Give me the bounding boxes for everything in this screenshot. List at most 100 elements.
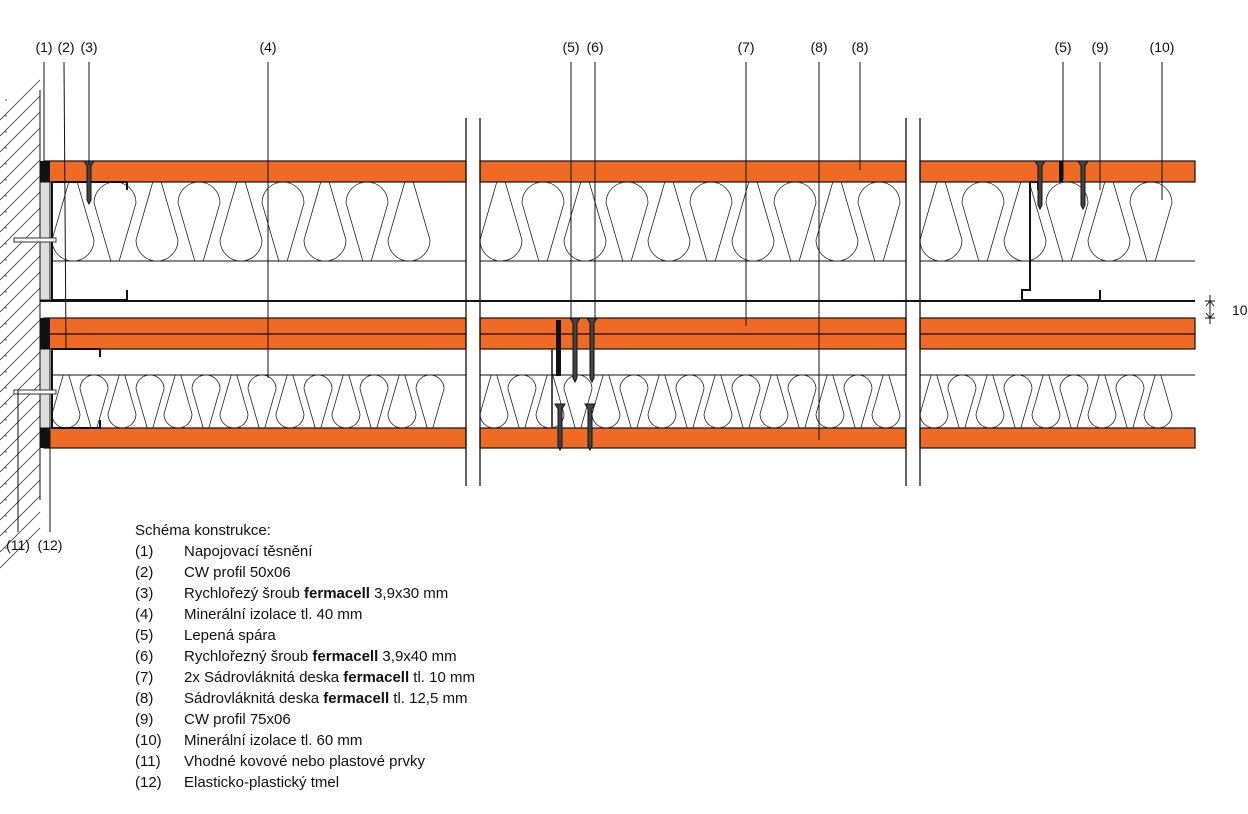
legend-num: (5) — [135, 627, 154, 644]
anchor-11 — [13, 237, 57, 243]
legend-text: Sádrovláknitá deska fermacell tl. 12,5 m… — [184, 688, 467, 709]
legend-text: Napojovací těsnění — [184, 541, 312, 562]
wall-hatch — [0, 207, 41, 249]
wall-dot — [5, 99, 7, 101]
wall-hatch — [0, 95, 41, 137]
callout-label: (2) — [57, 39, 74, 55]
wall-hatch — [0, 319, 41, 361]
legend-text: Elasticko-plastický tmel — [184, 772, 339, 793]
cw-profile-50-lower — [51, 348, 101, 429]
wall-dot — [5, 147, 7, 149]
wall-hatch — [0, 239, 41, 281]
legend-num: (6) — [135, 648, 154, 665]
wall-hatch — [0, 159, 41, 201]
wall-hatch — [0, 255, 41, 297]
legend-num: (2) — [135, 564, 154, 581]
dimension-mark — [1205, 295, 1215, 324]
board-double-1 — [919, 317, 1196, 335]
legend-post: tl. 12,5 mm — [389, 690, 468, 707]
legend-pre: Rychlořezný šroub — [184, 648, 313, 665]
wall-hatch — [0, 127, 41, 169]
leader-line — [63, 61, 67, 349]
callout-label: (7) — [737, 39, 754, 55]
legend-text: Lepená spára — [184, 625, 276, 646]
wall-dot — [5, 307, 7, 309]
wall-dot — [5, 467, 7, 469]
wall-dot — [5, 323, 7, 325]
screw-6 — [554, 403, 566, 452]
legend-item: (12) Elasticko-plastický tmel — [135, 772, 475, 793]
screw-3 — [83, 160, 95, 206]
callout-label: (8) — [810, 39, 827, 55]
legend-num: (11) — [135, 753, 161, 770]
legend-item: (11) Vhodné kovové nebo plastové prvky — [135, 751, 475, 772]
wall-dot — [5, 163, 7, 165]
wall-hatch — [0, 351, 41, 393]
insulation-40 — [51, 374, 445, 429]
wall-hatch — [0, 191, 41, 233]
legend-pre: Minerální izolace tl. 40 mm — [184, 606, 363, 623]
wall-dot — [5, 115, 7, 117]
legend-brand: fermacell — [304, 585, 370, 602]
legend-pre: CW profil 75x06 — [184, 711, 291, 728]
wall-hatch — [0, 143, 41, 185]
legend-post: 3,9x30 mm — [369, 585, 449, 602]
legend-text: Rychlořezý šroub fermacell 3,9x30 mm — [184, 583, 448, 604]
board-double-2 — [919, 333, 1196, 350]
wall-hatch — [0, 223, 41, 265]
wall-hatch — [0, 287, 41, 329]
wall-dot — [5, 515, 7, 517]
callout-label: (4) — [259, 39, 276, 55]
legend-post: 3,9x40 mm — [378, 648, 457, 665]
wall-hatch — [0, 399, 41, 441]
wall-dot — [5, 547, 7, 549]
wall-dot — [5, 227, 7, 229]
legend: Schéma konstrukce: (1)Napojovací těsnění… — [135, 520, 475, 793]
legend-text: Minerální izolace tl. 40 mm — [184, 604, 362, 625]
wall-dot — [5, 291, 7, 293]
insulation-60 — [479, 181, 901, 262]
legend-pre: Elasticko-plastický tmel — [184, 774, 340, 791]
wall-hatch — [0, 511, 41, 553]
anchor-11 — [13, 389, 57, 395]
seal-strip — [40, 428, 50, 448]
wall-hatch — [0, 303, 41, 345]
wall-hatch — [0, 271, 41, 313]
board-top — [919, 160, 1196, 183]
wall-dot — [5, 275, 7, 277]
cw-profile-75 — [1021, 181, 1101, 301]
callout-label: (11) — [6, 537, 30, 553]
insulation-60 — [51, 181, 431, 262]
legend-num: (9) — [135, 711, 154, 728]
legend-item: (3)Rychlořezý šroub fermacell 3,9x30 mm — [135, 583, 475, 604]
wall-hatch — [0, 527, 41, 569]
wall-hatch — [0, 79, 41, 121]
legend-post: tl. 10 mm — [409, 669, 475, 686]
legend-pre: CW profil 50x06 — [184, 564, 291, 581]
legend-pre: Vhodné kovové nebo plastové prvky — [184, 753, 425, 770]
callout-label: (1) — [35, 39, 52, 55]
legend-brand: fermacell — [343, 669, 410, 686]
screw-6 — [569, 317, 581, 384]
board-top — [479, 160, 907, 183]
wall-dot — [5, 211, 7, 213]
callout-label: (10) — [1150, 39, 1175, 55]
wall-dot — [5, 451, 7, 453]
wall-hatch — [0, 431, 41, 473]
legend-item: (6)Rychlořezný šroub fermacell 3,9x40 mm — [135, 646, 475, 667]
callout-label: (5) — [1054, 39, 1071, 55]
legend-item: (2) CW profil 50x06 — [135, 562, 475, 583]
screw-6 — [584, 403, 596, 452]
legend-item: (4)Minerální izolace tl. 40 mm — [135, 604, 475, 625]
board-double-2 — [479, 333, 907, 350]
wall-dot — [5, 179, 7, 181]
legend-item: (10)Minerální izolace tl. 60 mm — [135, 730, 475, 751]
legend-num: (12) — [135, 774, 162, 791]
wall-hatch — [0, 479, 41, 521]
screw-6 — [586, 317, 598, 384]
glued-joint-5 — [1059, 161, 1063, 182]
legend-item: (1)Napojovací těsnění — [135, 541, 475, 562]
legend-text: CW profil 75x06 — [184, 709, 291, 730]
